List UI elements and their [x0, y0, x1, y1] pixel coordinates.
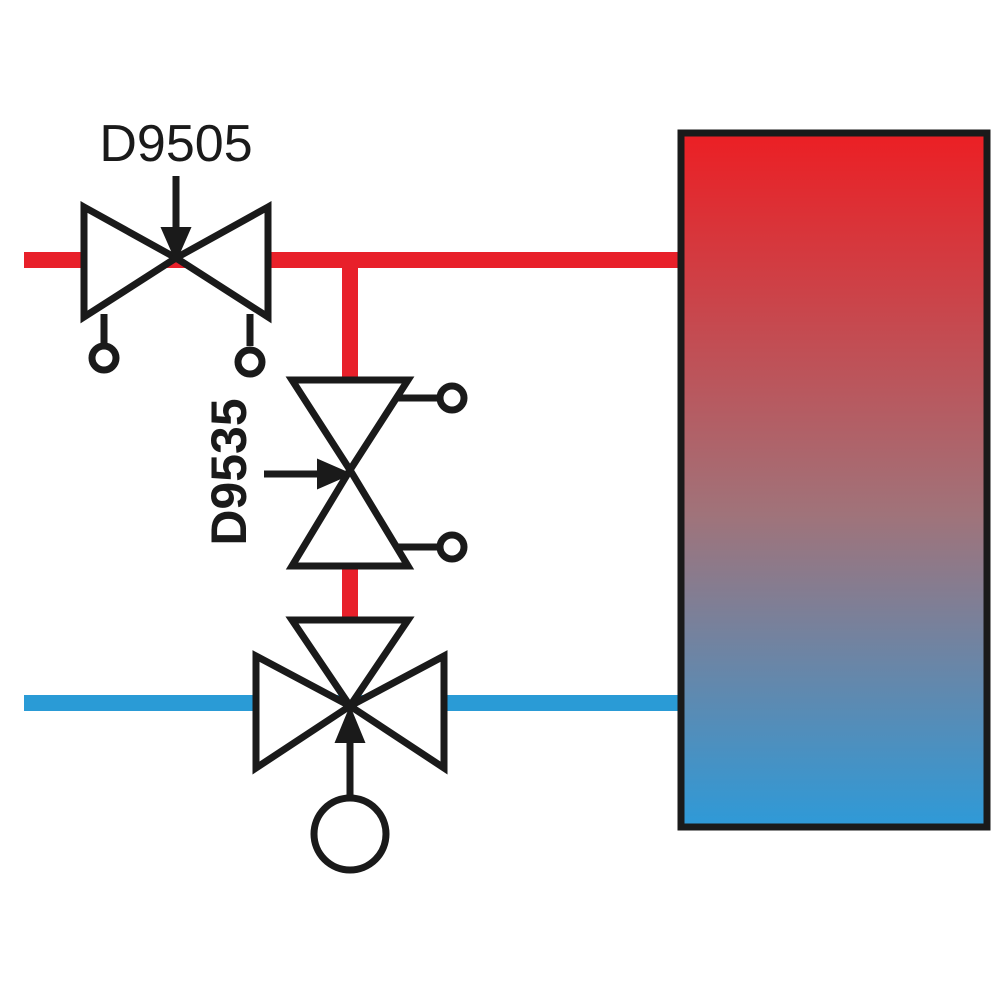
two-way-valve-icon — [80, 201, 183, 324]
hot-branch-pipe — [342, 260, 358, 382]
two-way-valve-icon — [285, 376, 415, 477]
storage-tank-icon — [677, 129, 991, 831]
actuator-motor-icon — [310, 794, 390, 874]
valve-terminal-icon — [234, 346, 266, 378]
valve-terminal-icon — [436, 531, 468, 563]
two-way-valve-icon — [169, 201, 272, 324]
valve-d9505-label: D9505 — [99, 115, 252, 173]
hot-link-pipe — [342, 565, 358, 623]
valve-d9505 — [80, 176, 272, 378]
valve-terminal-icon — [436, 382, 468, 414]
three-way-mixing-valve-icon — [343, 650, 448, 775]
valve-arrow-icon — [317, 458, 353, 490]
actuator-arrow-icon — [334, 705, 366, 743]
valve-terminal-icon — [88, 342, 120, 374]
three-way-mixing-valve-icon — [285, 616, 415, 713]
valve-arrow-icon — [160, 227, 192, 263]
two-way-valve-icon — [285, 463, 415, 570]
valve-d9535 — [264, 376, 468, 570]
mixing-valve — [252, 616, 448, 874]
valve-d9535-label: D9535 — [201, 398, 257, 545]
three-way-mixing-valve-icon — [252, 650, 357, 775]
